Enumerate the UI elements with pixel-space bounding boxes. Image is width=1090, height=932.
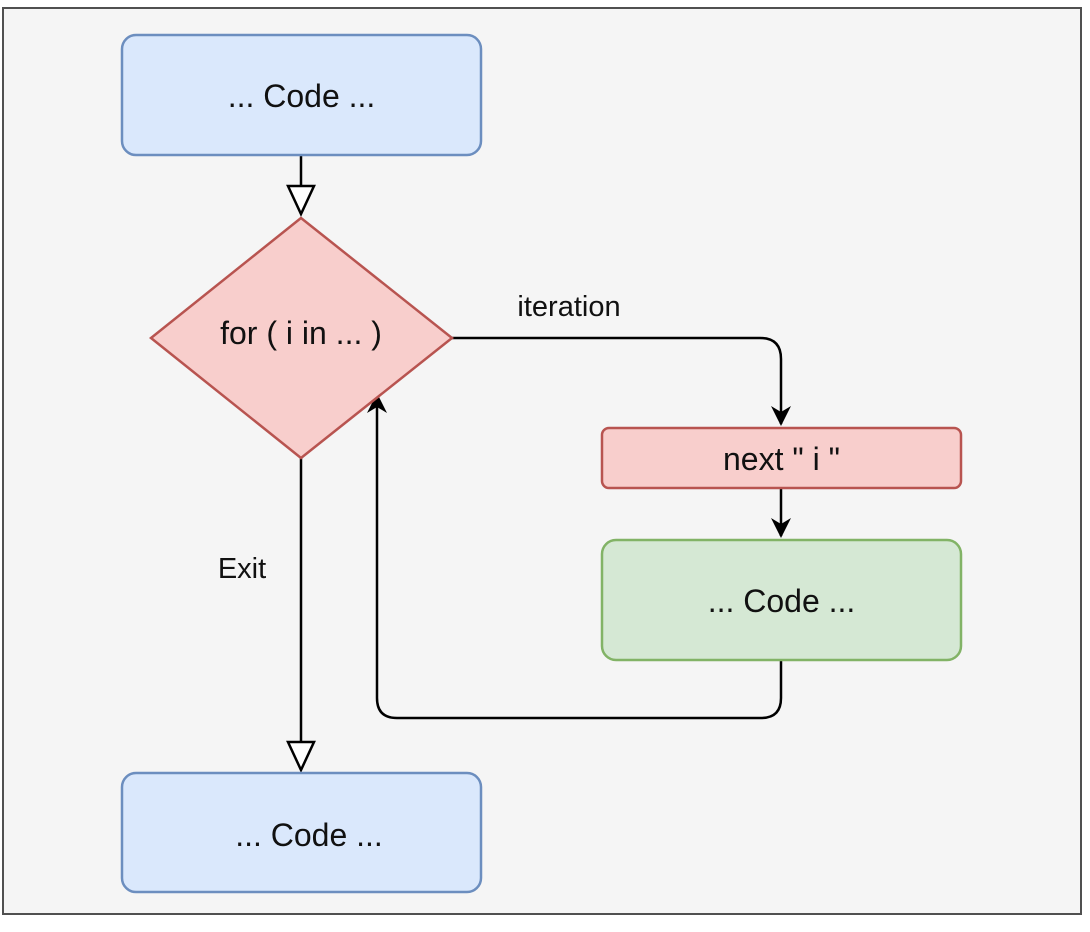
next-i-label: next " i " <box>723 441 840 477</box>
edge-exit: Exit <box>218 458 316 773</box>
code-block-body: ... Code ... <box>600 538 963 662</box>
code-block-top: ... Code ... <box>120 33 483 157</box>
code-block-body-label: ... Code ... <box>708 583 856 619</box>
exit-label: Exit <box>218 553 266 585</box>
edge-top-to-condition <box>286 155 316 217</box>
code-block-bottom: ... Code ... <box>120 771 483 894</box>
code-block-top-label: ... Code ... <box>228 78 376 114</box>
next-i-step: next " i " <box>600 426 963 490</box>
open-arrow-head-icon <box>286 740 316 773</box>
code-block-bottom-label: ... Code ... <box>235 817 383 853</box>
edge-loop-back <box>367 393 783 720</box>
loop-condition-decision: for ( i in ... ) <box>148 216 455 460</box>
edge-iteration: iteration <box>452 291 791 426</box>
iteration-label: iteration <box>517 291 620 323</box>
loop-condition-label: for ( i in ... ) <box>220 315 382 351</box>
open-arrow-head-icon <box>286 184 316 217</box>
